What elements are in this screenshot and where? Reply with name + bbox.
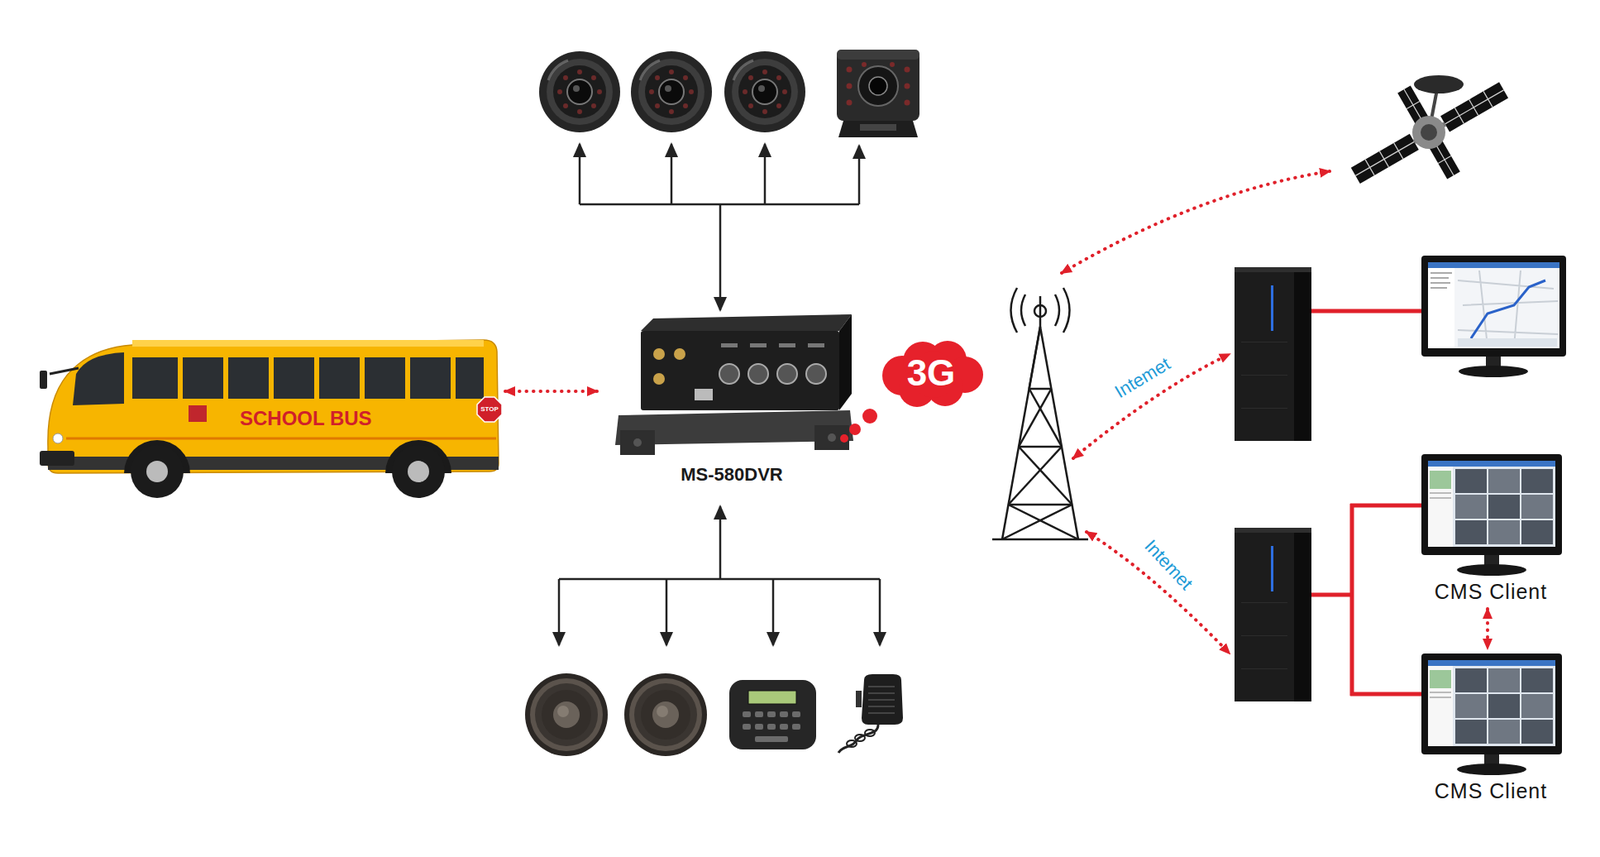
map-monitor (1421, 255, 1567, 378)
cms-client-node: CMS Client (1395, 453, 1586, 604)
control-panel (729, 679, 817, 750)
dome-camera (630, 51, 712, 133)
audio-wiring (558, 506, 880, 645)
dvr-recorder (615, 314, 854, 455)
cloud-node: 3G (877, 336, 985, 409)
bus-lettering: SCHOOL BUS (239, 406, 373, 430)
bus-node: SCHOOL BUS (30, 331, 501, 485)
dome-camera (539, 51, 621, 133)
dvr-node: MS-580DVR (601, 316, 862, 486)
dotted-link (505, 389, 598, 393)
box-camera (836, 49, 920, 138)
camera-wiring (579, 143, 860, 311)
cms-monitor (1421, 653, 1562, 775)
link-label: Intemet (1140, 535, 1197, 594)
microphone (838, 673, 903, 753)
bubble-dots (840, 408, 878, 443)
cms-client-node: CMS Client (1395, 653, 1586, 803)
cell-tower (992, 287, 1089, 540)
lan-cable (1311, 310, 1422, 696)
link-label: Intemet (1111, 353, 1174, 403)
client-name: CMS Client (1395, 579, 1586, 604)
satellite (1351, 75, 1509, 184)
dotted-link (1485, 608, 1490, 649)
speaker (525, 673, 608, 756)
device-name: MS-580DVR (601, 463, 862, 486)
server (1234, 267, 1312, 441)
client-name: CMS Client (1395, 778, 1586, 803)
school-bus (39, 339, 502, 498)
stop-sign-text: STOP (480, 405, 499, 414)
speaker (624, 673, 707, 756)
cms-monitor (1421, 453, 1562, 576)
dome-camera (724, 51, 806, 133)
server (1234, 527, 1312, 702)
network-label: 3G (907, 352, 956, 394)
